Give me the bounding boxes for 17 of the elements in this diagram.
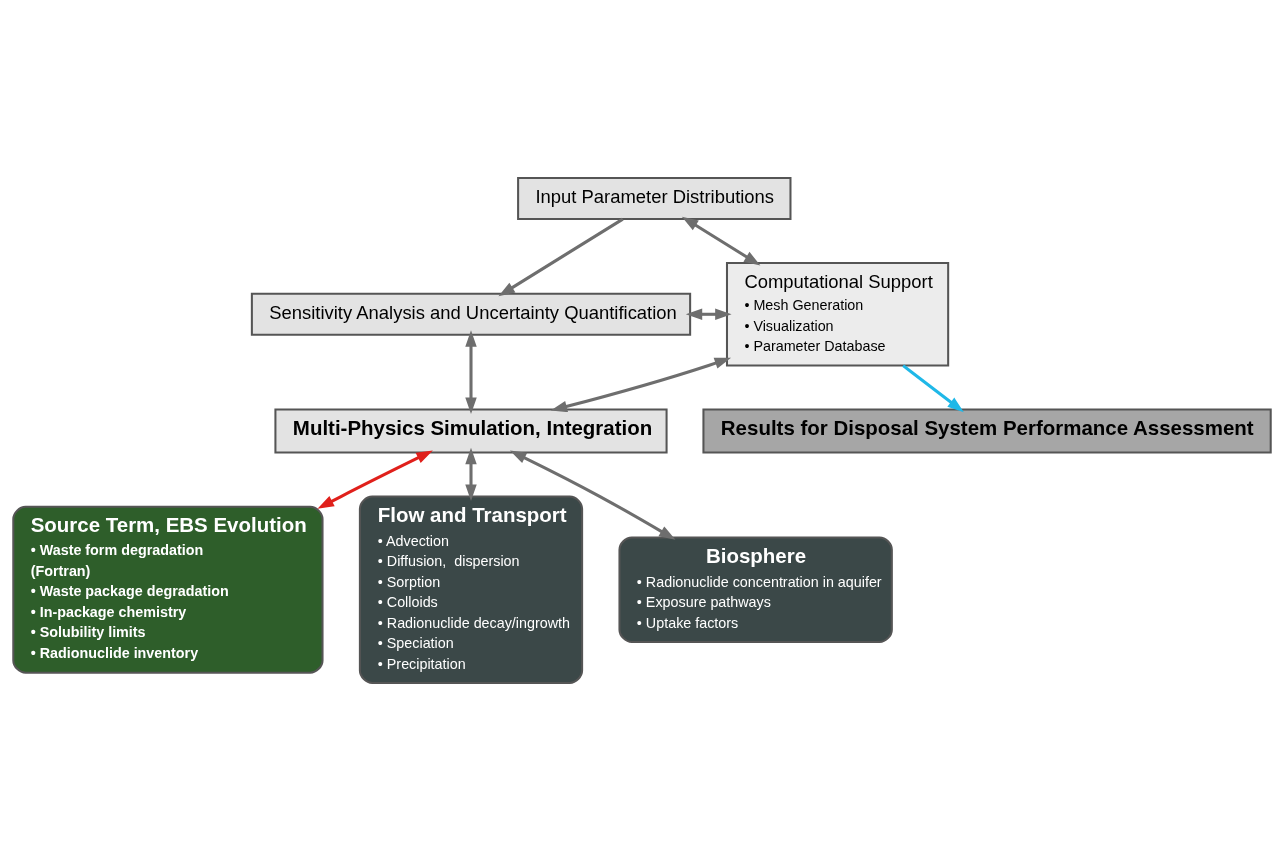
arrow xyxy=(685,308,732,321)
arrow xyxy=(681,216,761,266)
arrow xyxy=(902,364,964,413)
node-box: Multi-Physics Simulation, Integration xyxy=(274,408,668,454)
node-box: Input Parameter Distributions xyxy=(517,177,792,221)
arrow xyxy=(465,330,477,415)
arrow xyxy=(317,450,433,509)
node-box: Flow and Transport • Advection • Diffusion, dispersion • Sorption • Colloids • Radionuclide decay/ingrowth • Speciation • Precipitation xyxy=(358,495,584,684)
arrow xyxy=(550,357,732,413)
arrow xyxy=(465,447,477,501)
arrow xyxy=(498,217,624,297)
node-box: Source Term, EBS Evolution • Waste form degradation (Fortran) • Waste package degradation • In-package chemistry • Solubility limits • Radionuclide inventory xyxy=(12,505,324,674)
node-box: Results for Disposal System Performance Assessment xyxy=(702,408,1272,454)
arrow xyxy=(509,450,676,540)
node-box: Sensitivity Analysis and Uncertainty Quantification xyxy=(250,292,692,336)
node-box: Biosphere • Radionuclide concentration in aquifer • Exposure pathways • Uptake factors xyxy=(618,536,893,643)
node-box: Computational Support • Mesh Generation • Visualization • Parameter Database xyxy=(725,262,950,367)
